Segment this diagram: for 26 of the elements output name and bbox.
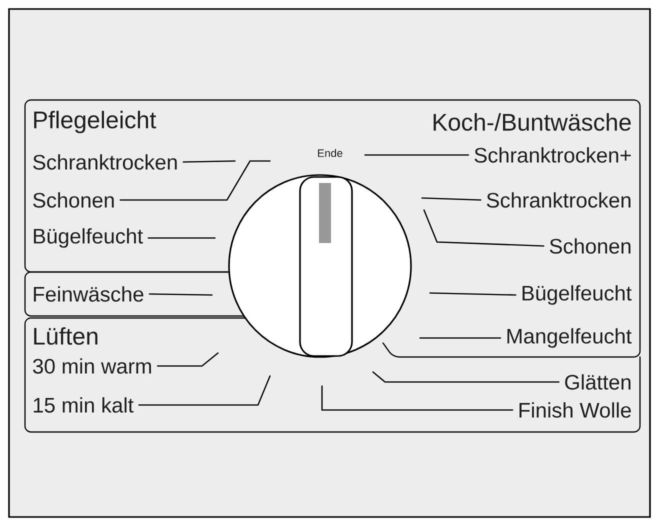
- setting-label: Finish Wolle: [520, 402, 631, 418]
- leader-line: [421, 197, 482, 201]
- setting-label: Bügelfeucht: [522, 285, 632, 305]
- setting-label: Mangelfeucht: [507, 328, 632, 348]
- leader-line: [429, 292, 516, 296]
- leader-line: [321, 385, 514, 411]
- dial-label: Ende: [318, 148, 342, 158]
- setting-label: Schranktrocken+: [474, 147, 631, 163]
- leader-line: [148, 237, 216, 239]
- setting-label: 15 min kalt: [34, 397, 134, 413]
- leader-line: [182, 160, 236, 163]
- leader-line: [148, 293, 213, 296]
- setting-label: Schranktrocken: [486, 192, 630, 208]
- leader-line: [364, 154, 470, 156]
- leader-line: [419, 337, 502, 339]
- setting-label: Schranktrocken: [33, 154, 177, 170]
- leader-line: [138, 375, 271, 406]
- setting-label: 30 min warm: [33, 358, 151, 374]
- setting-label: Bügelfeucht: [34, 228, 143, 248]
- leader-line: [156, 352, 219, 367]
- setting-label: Schonen: [550, 238, 630, 254]
- setting-label: Schonen: [33, 192, 114, 208]
- leader-line: [423, 209, 544, 247]
- leader-line: [120, 160, 271, 201]
- leader-line: [372, 371, 560, 383]
- setting-label: Glätten: [565, 374, 630, 390]
